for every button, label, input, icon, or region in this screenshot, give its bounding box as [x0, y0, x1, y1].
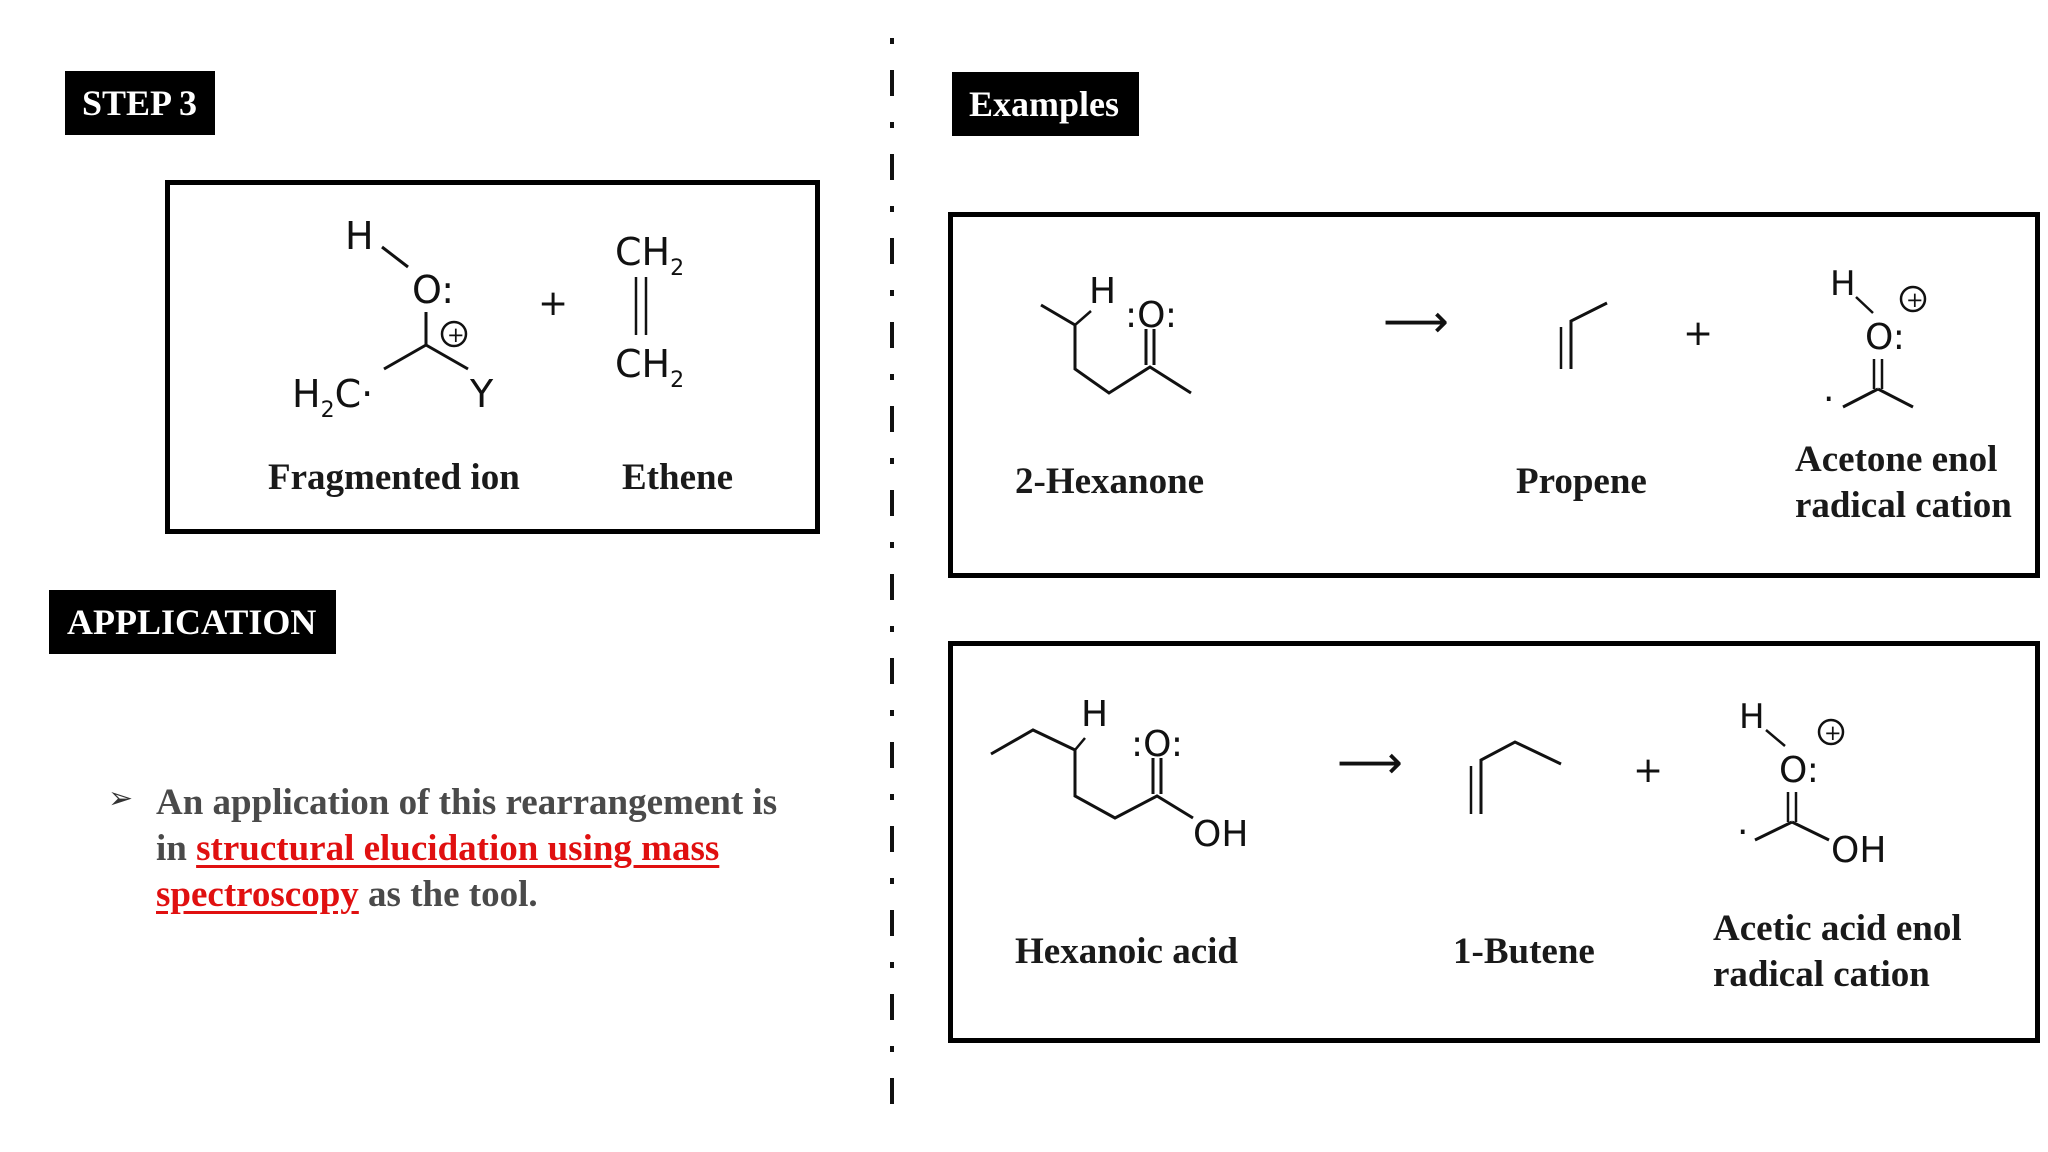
application-bullet: ➢ An application of this rearrangement i… [108, 780, 808, 918]
h-atom-2: H [1081, 694, 1108, 735]
h2c-atom: H2C· [292, 372, 373, 423]
hexanoic-acid-caption: Hexanoic acid [1015, 931, 1239, 972]
ch2-top: CH2 [615, 230, 684, 281]
svg-text:+: + [1906, 288, 1924, 312]
propene-caption: Propene [1516, 461, 1647, 502]
acetone-enol-caption-line1: Acetone enol [1795, 439, 1998, 480]
positive-charge-icon-2 [1817, 718, 1845, 746]
bullet-text-end: as the tool. [358, 873, 538, 915]
hydroxyl-2: OH [1193, 814, 1248, 855]
application-label: APPLICATION [49, 590, 337, 654]
step-3-box: H O: + H2C· Y + CH2 CH2 Fragmented ion E… [165, 180, 820, 534]
arrow-bullet-icon: ➢ [108, 781, 134, 816]
plus-sign-2: + [1633, 750, 1663, 791]
h-atom-product-1: H [1830, 264, 1856, 304]
step-3-label: STEP 3 [65, 71, 216, 135]
ethene-caption: Ethene [622, 457, 733, 498]
oxygen-product-2: O: [1779, 750, 1819, 791]
svg-text:+: + [1824, 721, 1842, 745]
positive-charge-icon [440, 320, 468, 348]
fragmented-ion-caption: Fragmented ion [268, 457, 520, 498]
example-2-structures: H :O: OH ⟶ + H O: + · OH [990, 694, 1886, 871]
radical-dot-1: · [1823, 379, 1834, 420]
y-atom: Y [469, 372, 494, 416]
positive-charge-icon-1 [1899, 285, 1927, 313]
svg-text:+: + [447, 323, 465, 347]
hydroxyl-product-2: OH [1831, 830, 1886, 871]
example-2-box: H :O: OH ⟶ + H O: + · OH Hexanoic acid 1… [948, 641, 2040, 1043]
reaction-arrow-1: ⟶ [1383, 294, 1449, 348]
vertical-divider [890, 38, 894, 1108]
h-atom-1: H [1089, 271, 1116, 312]
plus-sign: + [538, 283, 568, 324]
2-hexanone-caption: 2-Hexanone [1015, 461, 1205, 502]
reaction-arrow-2: ⟶ [1337, 735, 1403, 789]
carbonyl-oxygen-1: :O: [1125, 295, 1177, 336]
examples-label: Examples [952, 72, 1140, 136]
example-1-box: H :O: ⟶ + H O: + · 2-Hexanone Propene Ac… [948, 212, 2040, 578]
example-1-structures: H :O: ⟶ + H O: + · [1040, 264, 1927, 420]
h-atom: H [345, 214, 374, 258]
acetone-enol-caption-line2: radical cation [1795, 485, 2012, 526]
bullet-highlight: structural elucidation using mass spectr… [156, 827, 720, 915]
h-atom-product-2: H [1739, 697, 1765, 737]
acetic-acid-enol-caption-line2: radical cation [1713, 954, 1930, 995]
acetic-acid-enol-caption-line1: Acetic acid enol [1713, 908, 1962, 949]
plus-sign-1: + [1683, 313, 1713, 354]
radical-dot-2: · [1737, 812, 1748, 853]
1-butene-caption: 1-Butene [1453, 931, 1595, 972]
bullet-text-start: An application of this rearrangement is … [156, 782, 778, 869]
oxygen-atom: O: [412, 268, 454, 312]
oxygen-product-1: O: [1865, 317, 1905, 358]
fragmented-ion-structure: H O: + H2C· Y + CH2 CH2 [292, 214, 684, 423]
ch2-bottom: CH2 [615, 342, 684, 393]
carbonyl-oxygen-2: :O: [1131, 724, 1183, 765]
